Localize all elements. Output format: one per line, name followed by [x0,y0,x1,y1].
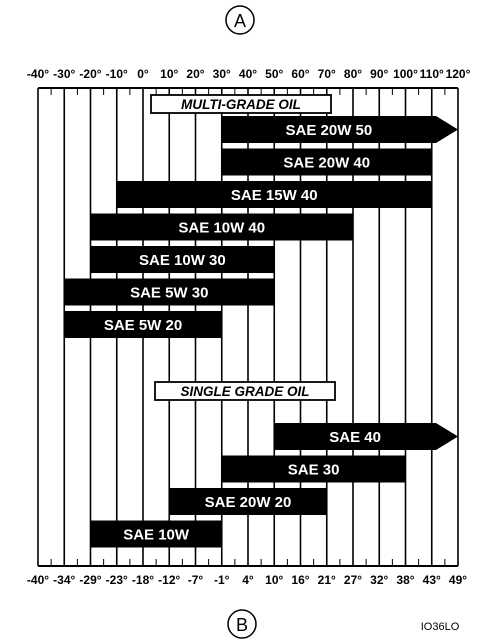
oil-range-bar [116,181,432,208]
celsius-tick-label: 38° [396,573,414,587]
celsius-axis: -40° -34° -29° -23° -18° -12° -7° -1° 4° 10° 16° 21… [27,573,467,587]
oil-range-bar [64,278,275,306]
group-label-box [154,381,336,401]
celsius-tick-label: -34° [53,573,75,587]
celsius-tick-label: 43° [423,573,441,587]
oil-range-bar [274,423,458,450]
celsius-tick-label: -40° [27,573,49,587]
fahrenheit-tick-label: -40° [27,67,49,81]
fahrenheit-tick-label: -30° [53,67,75,81]
celsius-tick-label: -23° [106,573,128,587]
bottom-marker-label: B [236,615,248,635]
celsius-tick-label: -18° [132,573,154,587]
fahrenheit-tick-label: 110° [420,67,444,81]
celsius-tick-label: 32° [370,573,388,587]
celsius-tick-label: 4° [242,573,254,587]
oil-range-label: SAE 10W 30 [139,252,226,269]
oil-range-label: SAE 5W 20 [104,317,182,334]
oil-range-bar [90,246,275,273]
oil-range-label: SAE 15W 40 [231,187,318,204]
fahrenheit-tick-label: 90° [370,67,388,81]
fahrenheit-tick-label: 20° [186,67,204,81]
oil-range-bar [90,213,353,241]
fahrenheit-tick-label: 100° [393,67,418,81]
fahrenheit-tick-label: 40° [239,67,257,81]
celsius-tick-label: 21° [318,573,336,587]
oil-range-label: SAE 5W 30 [130,285,208,302]
oil-range-bar [90,520,222,548]
fahrenheit-tick-label: 120° [446,67,471,81]
celsius-tick-label: -1° [214,573,230,587]
celsius-tick-label: 16° [291,573,309,587]
top-marker: A [225,5,255,35]
oil-range-label: SAE 30 [288,462,340,479]
celsius-tick-label: 10° [265,573,283,587]
celsius-tick-label: 49° [449,573,467,587]
fahrenheit-tick-label: -10° [106,67,128,81]
oil-range-label: SAE 20W 50 [286,122,373,139]
fahrenheit-tick-label: 0° [137,67,149,81]
oil-range-label: SAE 20W 40 [283,155,370,172]
fahrenheit-tick-label: -20° [79,67,101,81]
oil-range-label: SAE 40 [329,429,381,446]
oil-range-bar [221,455,406,483]
fahrenheit-tick-label: 70° [318,67,336,81]
figure-code: IO36LO [421,621,460,633]
oil-range-label: SAE 20W 20 [205,494,292,511]
bottom-marker: B [227,609,257,639]
fahrenheit-axis: -40° -30° -20° -10° 0° 10° 20° 30° 40° 50° 60° 70° 8… [27,67,471,81]
celsius-tick-label: -12° [158,573,180,587]
fahrenheit-tick-label: 30° [213,67,231,81]
celsius-tick-label: -7° [188,573,204,587]
oil-range-label: SAE 10W [123,527,190,544]
group-label: MULTI-GRADE OIL [181,97,301,112]
oil-range-label: SAE 10W 40 [178,220,265,237]
oil-range-bar [64,311,222,338]
celsius-tick-label: -29° [79,573,101,587]
fahrenheit-tick-label: 80° [344,67,362,81]
fahrenheit-tick-label: 60° [291,67,309,81]
oil-range-bar [169,488,327,515]
bars-layer: MULTI-GRADE OIL SAE 20W 50 SAE 20W 40 SAE 1… [64,94,458,548]
top-marker-label: A [234,11,246,31]
group-label: SINGLE GRADE OIL [180,384,309,399]
oil-range-bar [221,116,458,143]
oil-range-bar [221,148,432,176]
celsius-tick-label: 27° [344,573,362,587]
group-label-box [150,94,332,114]
fahrenheit-tick-label: 10° [160,67,178,81]
fahrenheit-tick-label: 50° [265,67,283,81]
